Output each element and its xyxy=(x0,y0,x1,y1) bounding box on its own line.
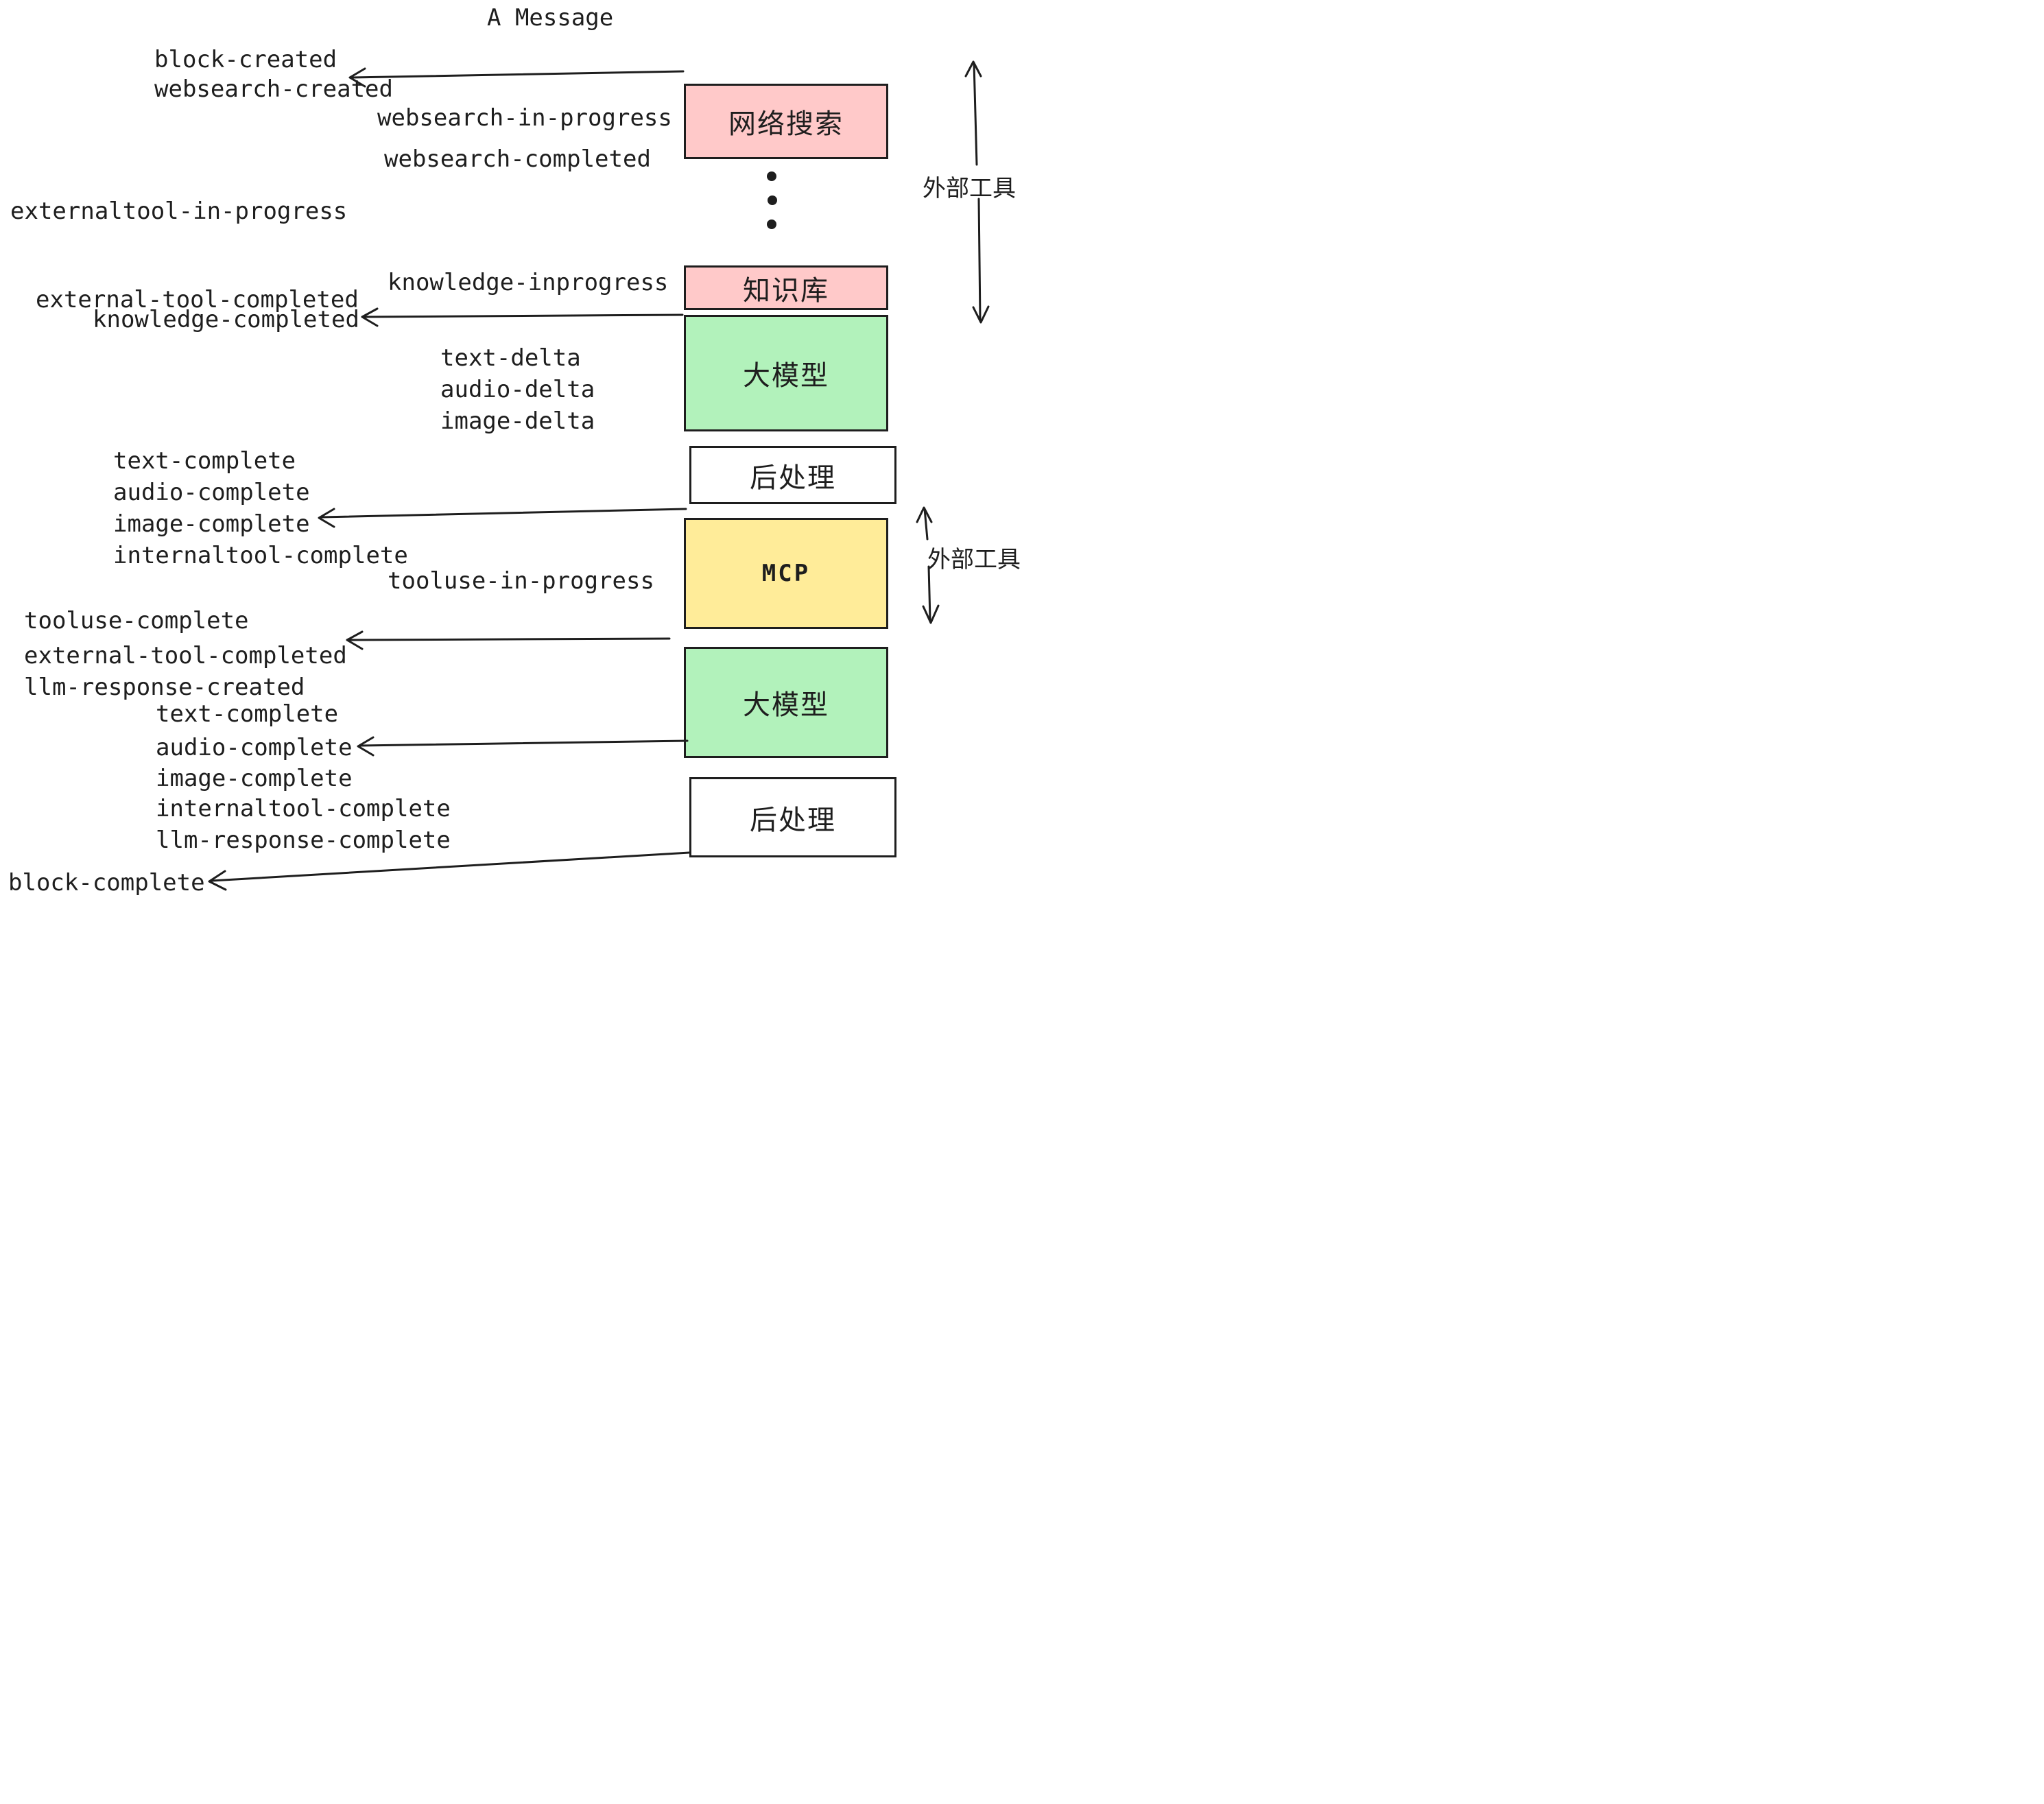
arrow-external-tool-completed xyxy=(346,630,671,650)
arrow-block-complete xyxy=(208,851,691,891)
external-tools-label-1: 外部工具 xyxy=(923,176,1016,202)
box-websearch-label: 网络搜索 xyxy=(728,109,844,139)
box-llm-2: 大模型 xyxy=(684,647,888,758)
box-postprocess-1: 后处理 xyxy=(689,446,896,504)
event-audio-delta: audio-delta xyxy=(440,376,595,403)
event-knowledge-completed: knowledge-completed xyxy=(93,306,359,333)
event-llm-response-complete: llm-response-complete xyxy=(156,827,451,854)
event-text-delta: text-delta xyxy=(440,344,581,372)
event-image-delta: image-delta xyxy=(440,407,595,435)
box-websearch: 网络搜索 xyxy=(684,84,888,159)
box-knowledge-base: 知识库 xyxy=(684,265,888,310)
event-block-complete: block-complete xyxy=(8,869,205,897)
event-websearch-completed: websearch-completed xyxy=(384,145,651,173)
box-llm-1: 大模型 xyxy=(684,315,888,431)
event-websearch-in-progress: websearch-in-progress xyxy=(377,104,672,132)
box-llm-2-label: 大模型 xyxy=(743,690,829,720)
arrow-audio-complete xyxy=(357,736,689,757)
box-postprocess-2: 后处理 xyxy=(689,777,896,857)
event-audio-complete-2: audio-complete xyxy=(156,734,353,761)
event-websearch-created: websearch-created xyxy=(154,75,393,103)
sequence-diagram: A Message block-created websearch-create… xyxy=(0,0,1022,902)
box-mcp-label: MCP xyxy=(761,560,811,587)
event-external-tool-completed: external-tool-completed xyxy=(36,286,359,313)
event-knowledge-inprogress: knowledge-inprogress xyxy=(388,269,669,296)
event-tooluse-in-progress: tooluse-in-progress xyxy=(388,567,654,595)
event-llm-response-created: llm-response-created xyxy=(24,674,305,701)
event-audio-complete: audio-complete xyxy=(113,479,310,506)
page-title: A Message xyxy=(487,4,614,32)
box-mcp: MCP xyxy=(684,518,888,629)
event-image-complete-2: image-complete xyxy=(156,765,353,792)
box-postprocess-2-label: 后处理 xyxy=(750,805,836,835)
arrow-websearch-created xyxy=(348,67,685,88)
event-external-tool-completed-2: external-tool-completed xyxy=(24,642,347,669)
event-block-created: block-created xyxy=(154,46,337,73)
arrow-image-complete xyxy=(318,508,687,528)
event-tooluse-complete: tooluse-complete xyxy=(24,607,249,634)
box-postprocess-1-label: 后处理 xyxy=(750,462,836,493)
event-externaltool-in-progress: externaltool-in-progress xyxy=(10,198,348,225)
event-internaltool-complete-2: internaltool-complete xyxy=(156,795,451,822)
event-internaltool-complete: internaltool-complete xyxy=(113,542,408,569)
box-knowledge-label: 知识库 xyxy=(743,275,829,306)
box-llm-1-label: 大模型 xyxy=(743,361,829,391)
event-image-complete: image-complete xyxy=(113,510,310,538)
event-text-complete: text-complete xyxy=(113,447,296,475)
event-text-complete-2: text-complete xyxy=(156,700,339,728)
ellipsis-dots xyxy=(767,171,777,229)
external-tools-label-2: 外部工具 xyxy=(927,547,1021,573)
arrow-knowledge-completed xyxy=(361,307,684,327)
